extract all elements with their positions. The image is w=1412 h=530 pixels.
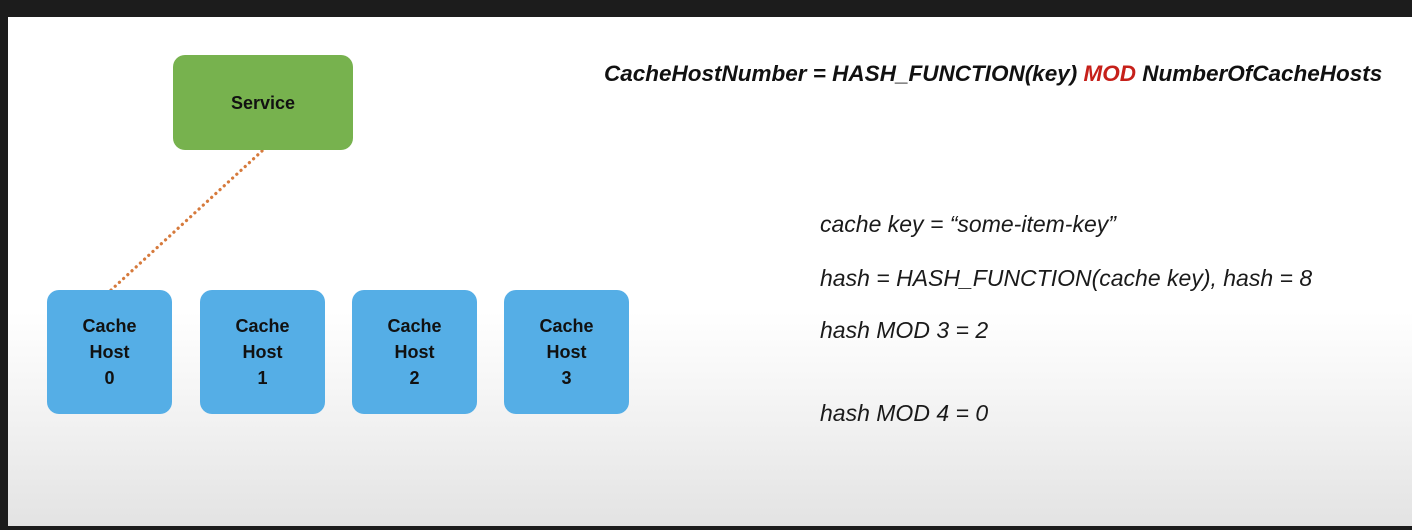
cache-host-1: Cache Host 1 bbox=[200, 290, 325, 414]
cache-host-label-line2: Host bbox=[394, 342, 435, 362]
cache-host-label-line2: Host bbox=[242, 342, 283, 362]
host-number-formula: CacheHostNumber = HASH_FUNCTION(key) MOD… bbox=[604, 61, 1382, 87]
service-to-host-0-connector bbox=[108, 149, 264, 293]
cache-host-number: 1 bbox=[257, 368, 268, 388]
cache-host-label-line1: Cache bbox=[387, 316, 442, 336]
cache-key-line: cache key = “some-item-key” bbox=[820, 211, 1116, 237]
cache-host-label-line2: Host bbox=[89, 342, 130, 362]
hash-mod-3-line: hash MOD 3 = 2 bbox=[820, 317, 989, 343]
service-node: Service bbox=[173, 55, 353, 150]
cache-host-label-line1: Cache bbox=[235, 316, 290, 336]
cache-host-label-line1: Cache bbox=[539, 316, 594, 336]
hash-value-line: hash = HASH_FUNCTION(cache key), hash = … bbox=[820, 265, 1313, 291]
formula-right: NumberOfCacheHosts bbox=[1142, 61, 1383, 86]
cache-host-number: 0 bbox=[104, 368, 115, 388]
formula-mod-operator: MOD bbox=[1083, 61, 1136, 86]
cache-host-0: Cache Host 0 bbox=[47, 290, 172, 414]
hash-mod-4-line: hash MOD 4 = 0 bbox=[820, 400, 989, 426]
cache-host-label-line2: Host bbox=[546, 342, 587, 362]
service-label: Service bbox=[230, 92, 296, 113]
cache-host-label-line1: Cache bbox=[82, 316, 137, 336]
formula-left: CacheHostNumber = HASH_FUNCTION(key) bbox=[604, 61, 1078, 86]
dotted-connector-line bbox=[108, 149, 264, 293]
cache-host-number: 2 bbox=[409, 368, 420, 388]
cache-host-3: Cache Host 3 bbox=[504, 290, 629, 414]
slide: Service Cache Host 0 Cache Host 1 Cache … bbox=[8, 17, 1412, 526]
cache-host-2: Cache Host 2 bbox=[352, 290, 477, 414]
cache-host-number: 3 bbox=[561, 368, 572, 388]
